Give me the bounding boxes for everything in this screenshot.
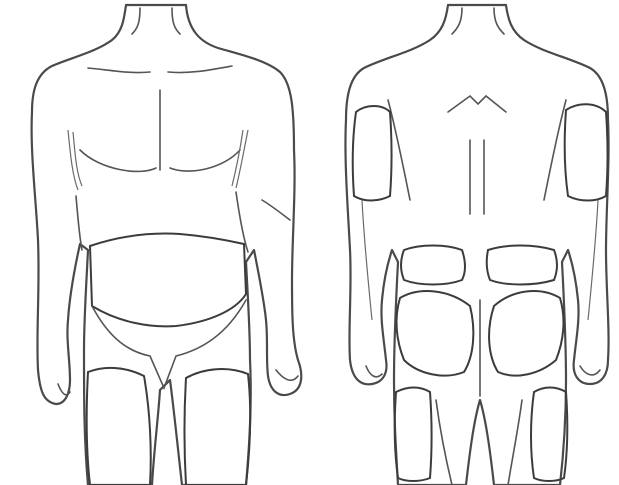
front-body-outline — [32, 5, 302, 485]
back-body-outline — [345, 5, 608, 485]
back-view — [345, 5, 608, 485]
front-view — [32, 5, 302, 485]
